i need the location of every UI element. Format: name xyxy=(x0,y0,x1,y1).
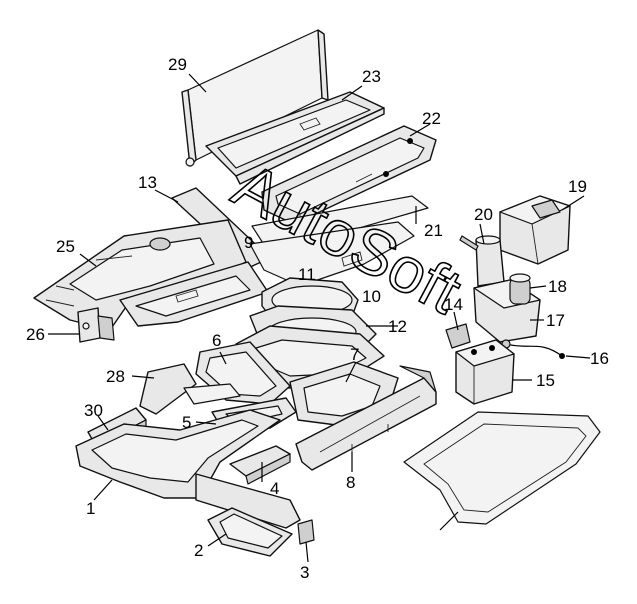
leader-lines xyxy=(48,73,591,563)
callout-13: 13 xyxy=(138,173,157,192)
callout-26: 26 xyxy=(26,325,45,344)
part-4-small-rail xyxy=(229,445,291,485)
callout-5: 5 xyxy=(182,413,191,432)
part-23-parcel-shelf xyxy=(205,91,385,185)
part-15-battery xyxy=(455,339,515,405)
callout-4: 4 xyxy=(270,479,279,498)
part-25-floor-section xyxy=(33,219,269,331)
part-8-rear-panel xyxy=(295,365,437,471)
callout-1: 1 xyxy=(86,499,95,518)
callout-3: 3 xyxy=(300,563,309,582)
part-2-floor-plate xyxy=(207,507,293,557)
callout-20: 20 xyxy=(474,205,493,224)
callout-21: 21 xyxy=(424,221,443,240)
part-30-floor-mat xyxy=(403,411,601,525)
callout-6: 6 xyxy=(212,331,221,350)
part-17-canister xyxy=(473,273,541,343)
part-19-module-box xyxy=(499,195,571,265)
callout-18: 18 xyxy=(548,277,567,296)
part-24-cargo-net xyxy=(181,29,329,167)
callout-9: 9 xyxy=(244,233,253,252)
part-3-clip xyxy=(297,519,315,545)
callout-23: 23 xyxy=(362,67,381,86)
callout-17: 17 xyxy=(546,311,565,330)
callout-labels: 29 23 22 13 19 20 21 25 9 11 10 14 18 17… xyxy=(26,55,609,582)
part-14-sensor xyxy=(445,323,471,349)
callout-24: 29 xyxy=(168,55,187,74)
callout-29: 30 xyxy=(84,401,103,420)
callout-2: 2 xyxy=(194,541,203,560)
callout-12: 12 xyxy=(388,317,407,336)
part-26-bracket xyxy=(77,307,115,343)
callout-28: 28 xyxy=(106,367,125,386)
callout-19: 19 xyxy=(568,177,587,196)
part-1-main-rail xyxy=(75,409,301,529)
part-28-crossmember xyxy=(139,363,241,415)
callout-7: 7 xyxy=(350,345,359,364)
callout-25: 25 xyxy=(56,237,75,256)
part-20-reservoir xyxy=(459,235,505,287)
callout-15: 15 xyxy=(536,371,555,390)
callout-10: 10 xyxy=(362,287,381,306)
part-22-rear-shelf xyxy=(261,125,437,225)
callout-8: 8 xyxy=(346,473,355,492)
callout-22: 22 xyxy=(422,109,441,128)
callout-11: 11 xyxy=(298,265,316,284)
callout-14: 14 xyxy=(444,295,463,314)
callout-16: 16 xyxy=(590,349,609,368)
